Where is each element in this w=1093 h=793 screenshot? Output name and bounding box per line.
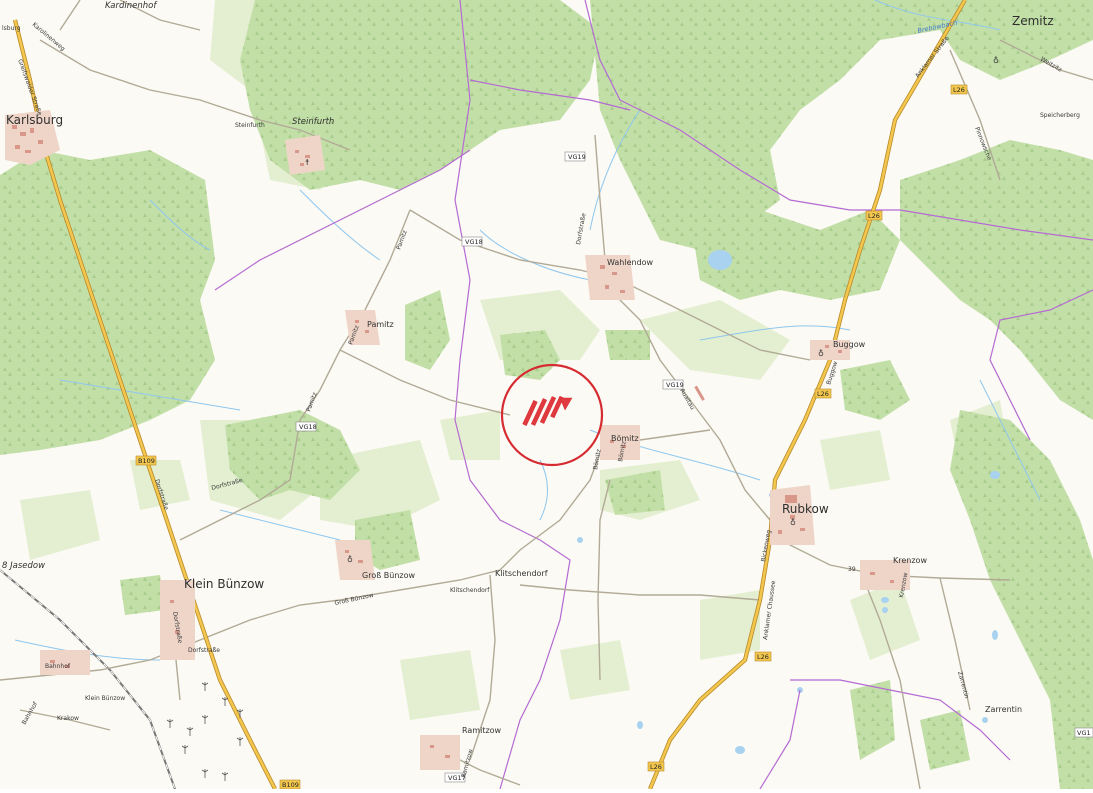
svg-text:L26: L26 (650, 763, 662, 771)
village-wahlendow: Wahlendow (607, 258, 654, 267)
road-shields: VG19 VG18 VG18 VG19 VG17 VG1 L26 L26 L26… (135, 84, 1093, 790)
svg-text:VG18: VG18 (299, 423, 317, 431)
church-icon-zemitz: ♁ (993, 56, 999, 65)
village-klitschendorf: Klitschendorf (495, 569, 548, 578)
street-39: 39 (848, 566, 856, 573)
shield-vg-edge: VG1 (1074, 727, 1093, 738)
shield-b109-b: B109 (279, 779, 301, 790)
poi-icons: ☨ ♁ ♁ ♁ ♁ (305, 56, 999, 564)
svg-text:VG18: VG18 (465, 238, 483, 246)
svg-text:VG1: VG1 (1077, 729, 1091, 737)
village-jasedow: 8 Jasedow (2, 561, 45, 571)
wind-turbine-icons (166, 682, 244, 781)
village-steinfurth-small: Steinfurth (235, 122, 265, 129)
village-buggow: Buggow (833, 340, 866, 349)
circled-site-icon[interactable] (500, 363, 604, 467)
street-krenzow: Krenzow (898, 572, 909, 598)
church-icon-rubkow: ♁ (790, 518, 796, 527)
street-bomitz-2: Bömitz (617, 441, 628, 463)
town-zemitz: Zemitz (1012, 14, 1054, 28)
village-gross-buenzow: Groß Bünzow (362, 571, 416, 580)
shield-l26-c: L26 (814, 388, 832, 399)
svg-text:L26: L26 (817, 390, 829, 398)
village-krakow: Krakow (57, 715, 79, 722)
shield-vg18-b: VG18 (295, 421, 317, 432)
railway (0, 569, 176, 790)
church-icon: ♁ (347, 555, 353, 564)
shield-vg19-b: VG19 (662, 379, 684, 390)
village-boemitz: Bömitz (611, 434, 639, 443)
village-ramitzow: Ramitzow (462, 726, 502, 735)
svg-text:L26: L26 (953, 86, 965, 94)
village-steinfurth: Steinfurth (292, 117, 334, 127)
shield-vg18-a: VG18 (461, 236, 483, 247)
shield-b109-a: B109 (135, 455, 157, 466)
svg-text:VG19: VG19 (568, 153, 586, 161)
shield-vg19-a: VG19 (564, 151, 586, 162)
svg-text:L26: L26 (757, 653, 769, 661)
shield-l26-d: L26 (754, 651, 772, 662)
shield-l26-e: L26 (647, 761, 665, 772)
buildings (12, 125, 894, 758)
shield-vg17: VG17 (444, 772, 466, 783)
street-dorfstrasse-4: Dorfstraße (188, 647, 220, 654)
svg-text:VG17: VG17 (448, 774, 466, 782)
shield-l26-a: L26 (950, 84, 968, 95)
church-icon-buggow: ♁ (818, 349, 824, 358)
town-klein-buenzow: Klein Bünzow (184, 577, 264, 591)
place-labels: Karlsburg Klein Bünzow Rubkow Zemitz Ste… (2, 1, 1080, 735)
village-pamitz: Pamitz (367, 320, 394, 329)
settlements (5, 110, 910, 770)
street-klitschendorf: Klitschendorf (450, 587, 490, 594)
village-zarrentin: Zarrentin (985, 705, 1022, 714)
street-bahnhof: Bahnhof (45, 663, 71, 670)
cross-icon: ☨ (305, 158, 309, 167)
svg-text:L26: L26 (868, 212, 880, 220)
town-karlsburg: Karlsburg (6, 113, 63, 127)
svg-text:B109: B109 (138, 457, 155, 465)
street-bomitz: Bömitz (592, 449, 603, 471)
primary-roads (12, 0, 967, 790)
town-rubkow: Rubkow (782, 502, 829, 516)
village-krenzow: Krenzow (893, 556, 927, 565)
svg-text:B109: B109 (282, 781, 299, 789)
village-karlsburg-top: lsburg (2, 25, 21, 32)
village-kardinenhof: Kardinenhof (105, 1, 158, 11)
shield-l26-b: L26 (865, 210, 883, 221)
village-speicherberg: Speicherberg (1040, 112, 1080, 119)
svg-text:VG19: VG19 (666, 381, 684, 389)
admin-boundaries (214, 0, 1093, 790)
village-klein-buenzow-small: Klein Bünzow (85, 695, 125, 702)
